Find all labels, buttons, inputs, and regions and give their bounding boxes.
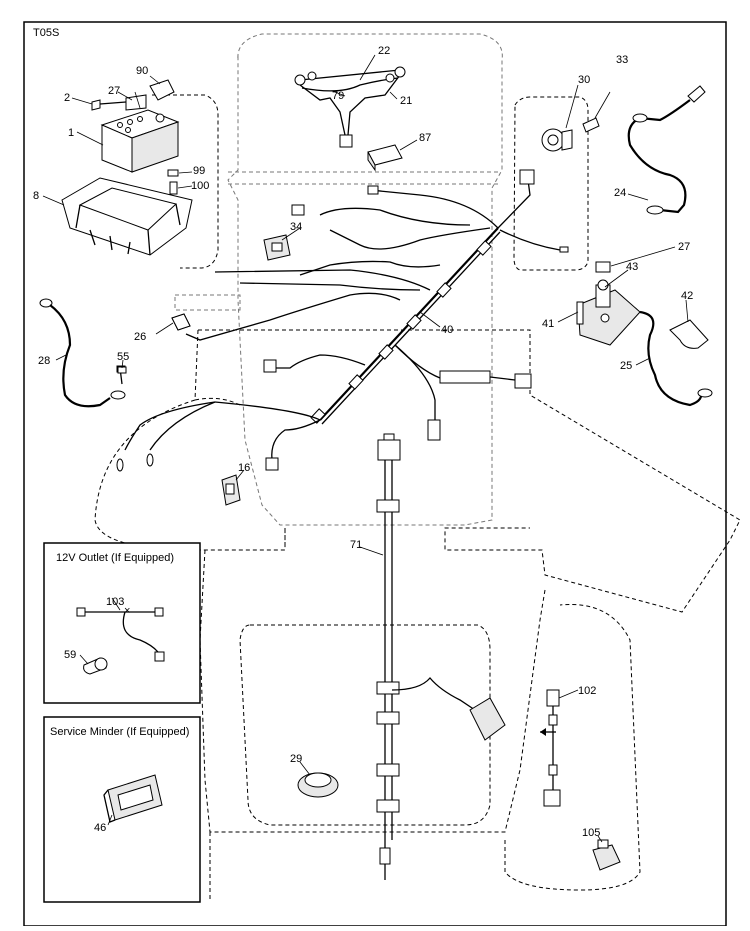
inset-service-minder: Service Minder (If Equipped) (43, 716, 201, 903)
callout-labels: 1 2 27 90 8 99 100 22 79 21 87 30 33 24 … (33, 45, 693, 839)
callout-41: 41 (542, 318, 554, 330)
callout-2: 2 (64, 92, 70, 104)
diagram-code: T05S (33, 27, 59, 39)
harness-71 (376, 433, 506, 880)
outlet-title: 12V Outlet (If Equipped) (56, 552, 174, 564)
relay-26 (171, 313, 191, 331)
cable-24 (627, 85, 706, 215)
chassis-outline (94, 33, 741, 900)
callout-1: 1 (68, 127, 74, 139)
callout-46: 46 (94, 822, 106, 834)
inset-12v-outlet: 12V Outlet (If Equipped) × (43, 542, 201, 704)
callout-30: 30 (578, 74, 590, 86)
leader-lines (42, 54, 689, 843)
callout-21: 21 (400, 95, 412, 107)
battery-group (61, 79, 193, 256)
cable-28 (39, 298, 126, 408)
callout-25: 25 (620, 360, 632, 372)
callout-90: 90 (136, 65, 148, 77)
svg-text:×: × (124, 605, 130, 617)
callout-59: 59 (64, 649, 76, 661)
callout-8: 8 (33, 190, 39, 202)
callout-28: 28 (38, 355, 50, 367)
callout-103: 103 (106, 596, 124, 608)
part-102 (540, 689, 561, 807)
callout-79: 79 (332, 90, 344, 102)
headlight-harness (294, 66, 406, 148)
callout-102: 102 (578, 685, 596, 697)
callout-26: 26 (134, 331, 146, 343)
callout-22: 22 (378, 45, 390, 57)
callout-71: 71 (350, 539, 362, 551)
solenoid-group (576, 261, 713, 407)
callout-33: 33 (616, 54, 628, 66)
part-29 (297, 772, 339, 798)
switch-87 (367, 144, 403, 172)
part-105 (592, 839, 621, 871)
main-harness-40 (116, 169, 569, 472)
switch-34 (263, 234, 291, 261)
callout-105: 105 (582, 827, 600, 839)
callout-16: 16 (238, 462, 250, 474)
callout-43: 43 (626, 261, 638, 273)
callout-27a: 27 (108, 85, 120, 97)
callout-34: 34 (290, 221, 302, 233)
callout-40: 40 (441, 324, 453, 336)
callout-24: 24 (614, 187, 626, 199)
part-16 (221, 474, 241, 506)
callout-100: 100 (191, 180, 209, 192)
callout-29: 29 (290, 753, 302, 765)
callout-42: 42 (681, 290, 693, 302)
ignition-switch (541, 91, 611, 152)
service-title: Service Minder (If Equipped) (50, 726, 189, 738)
callout-55: 55 (117, 351, 129, 363)
callout-87: 87 (419, 132, 431, 144)
callout-27b: 27 (678, 241, 690, 253)
callout-99: 99 (193, 165, 205, 177)
